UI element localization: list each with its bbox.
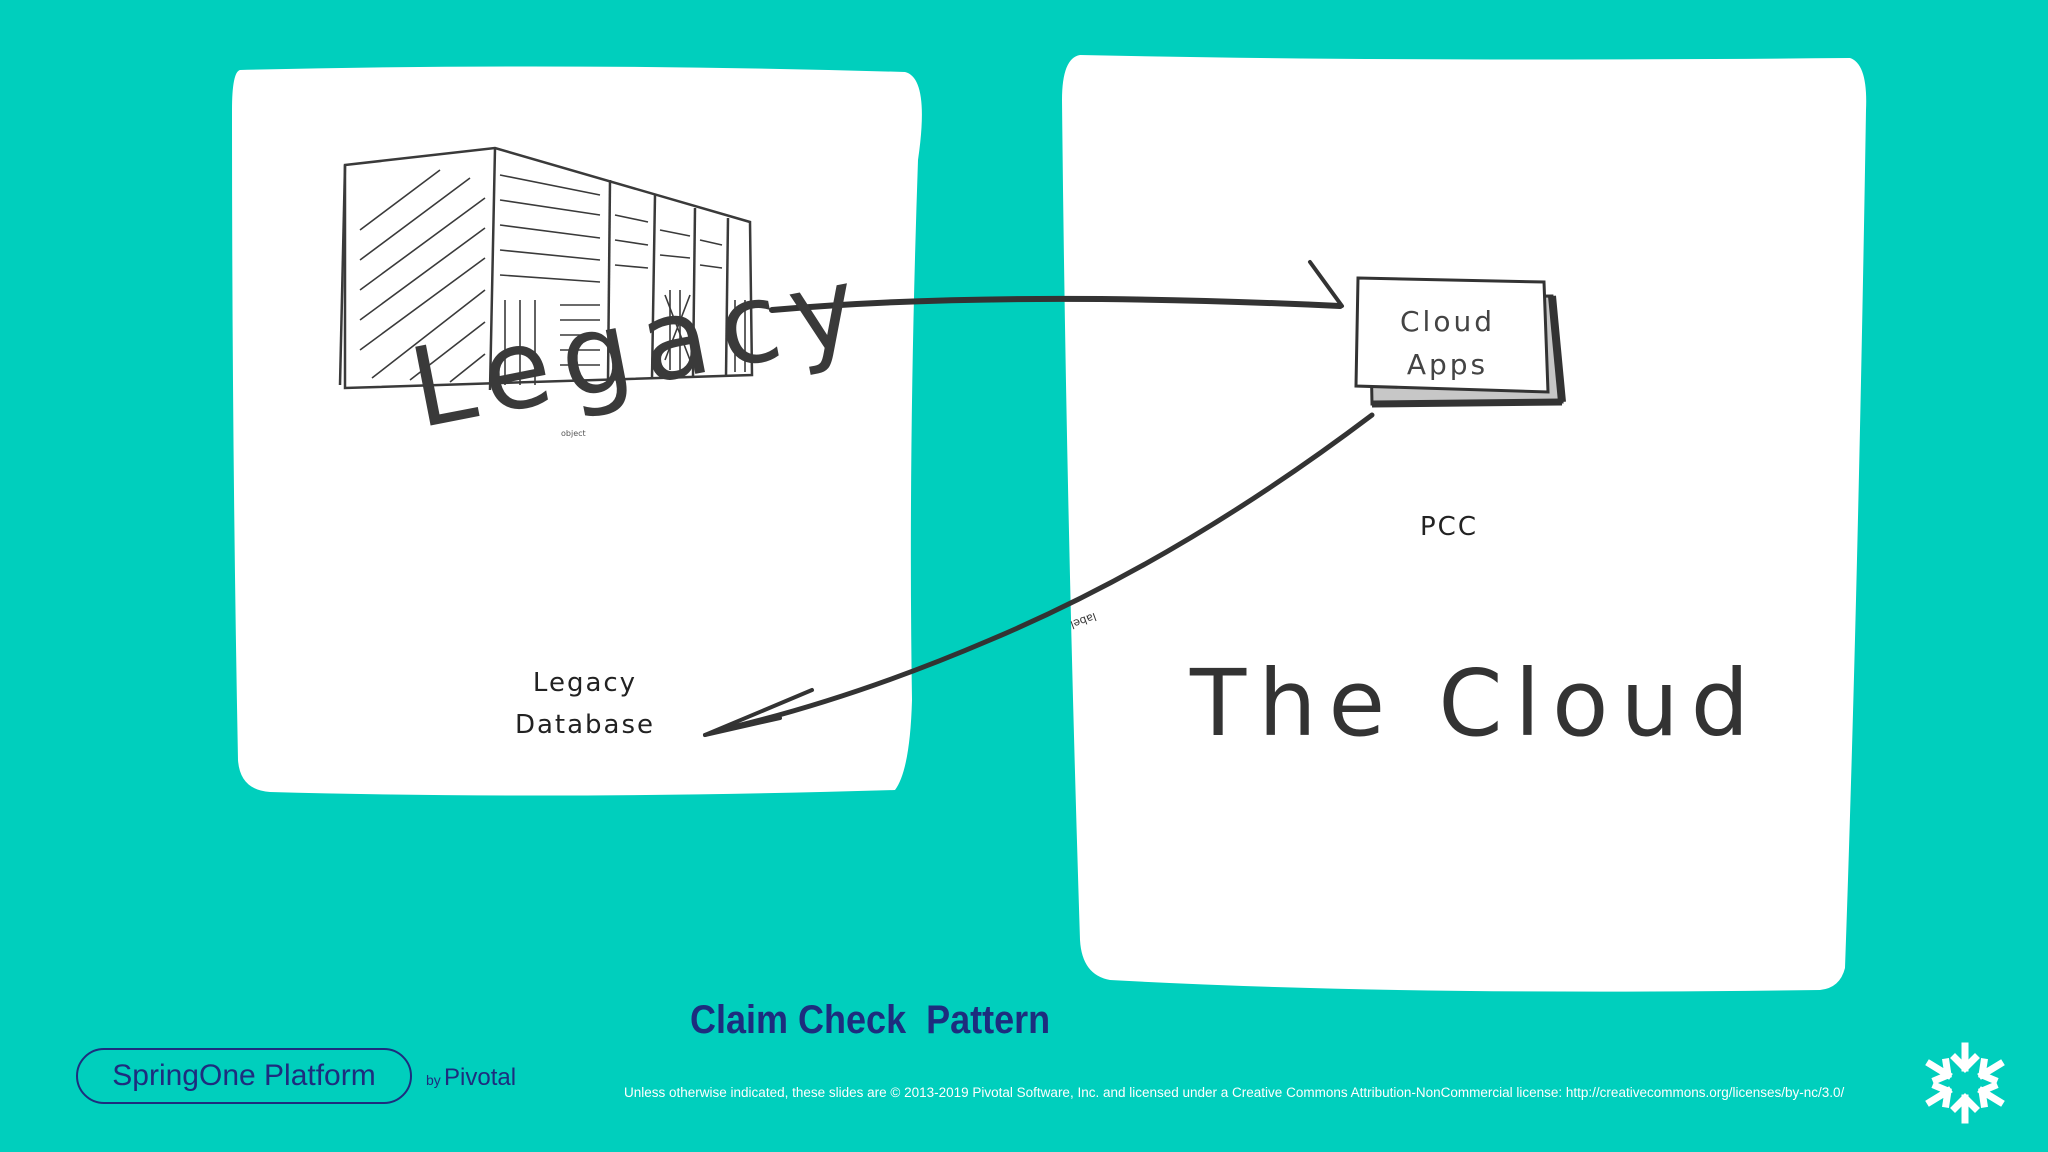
license-footer: Unless otherwise indicated, these slides… [624,1085,1845,1100]
springone-platform-logo: SpringOne Platform [76,1048,412,1104]
cloud-panel [1062,55,1867,992]
brand-by-text: by [426,1072,441,1088]
legacy-database-label: Legacy Database [514,668,656,740]
cloud-apps-box [1354,276,1566,408]
slide-title: Claim Check Pattern [690,998,1051,1042]
object-tiny-label: object [561,429,586,438]
arrow-cloud-to-legacy [703,412,1375,737]
pcc-label: PCC [1420,512,1478,542]
cloud-apps-label: Cloud Apps [1400,305,1495,381]
the-cloud-label: The Cloud [1190,650,1762,757]
arrow-legacy-to-cloud [769,260,1344,313]
pivotal-logo-text: Pivotal [444,1064,517,1091]
server-rack-icon [338,146,754,391]
pivotal-snowflake-icon [1925,1042,2005,1124]
